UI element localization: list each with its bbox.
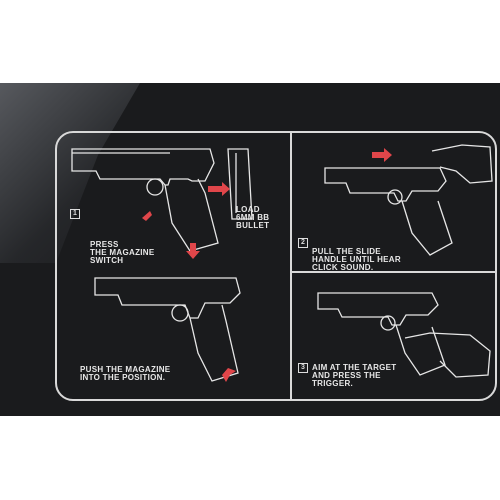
instruction-panel: [55, 131, 497, 401]
panel-divider-vertical: [290, 131, 292, 401]
instruction-photo: 1 PRESS THE MAGAZINE SWITCH LOAD 6MM BB …: [0, 83, 500, 416]
pistol-illustration-1: [71, 148, 219, 252]
step-number-2: 2: [298, 238, 308, 248]
load-bb-label: LOAD 6MM BB BULLET: [236, 205, 270, 230]
push-magazine-label: PUSH THE MAGAZINE INTO THE POSITION.: [80, 365, 171, 382]
direction-arrows: [142, 148, 392, 382]
hand-illustration-bottom: [404, 332, 491, 378]
aim-label: AIM AT THE TARGET AND PRESS THE TRIGGER.: [312, 363, 397, 388]
pull-slide-label: PULL THE SLIDE HANDLE UNTIL HEAR CLICK S…: [312, 247, 401, 272]
hand-illustration-top: [431, 144, 493, 184]
pistol-illustration-3: [324, 167, 453, 256]
illustration-layer: [71, 144, 493, 382]
press-switch-label: PRESS THE MAGAZINE SWITCH: [90, 240, 155, 265]
panel-divider-horizontal: [290, 271, 497, 273]
magazine-illustration-1: [227, 148, 253, 220]
pistol-illustration-4: [317, 292, 446, 376]
step-number-1: 1: [70, 209, 80, 219]
step-number-3: 3: [298, 363, 308, 373]
